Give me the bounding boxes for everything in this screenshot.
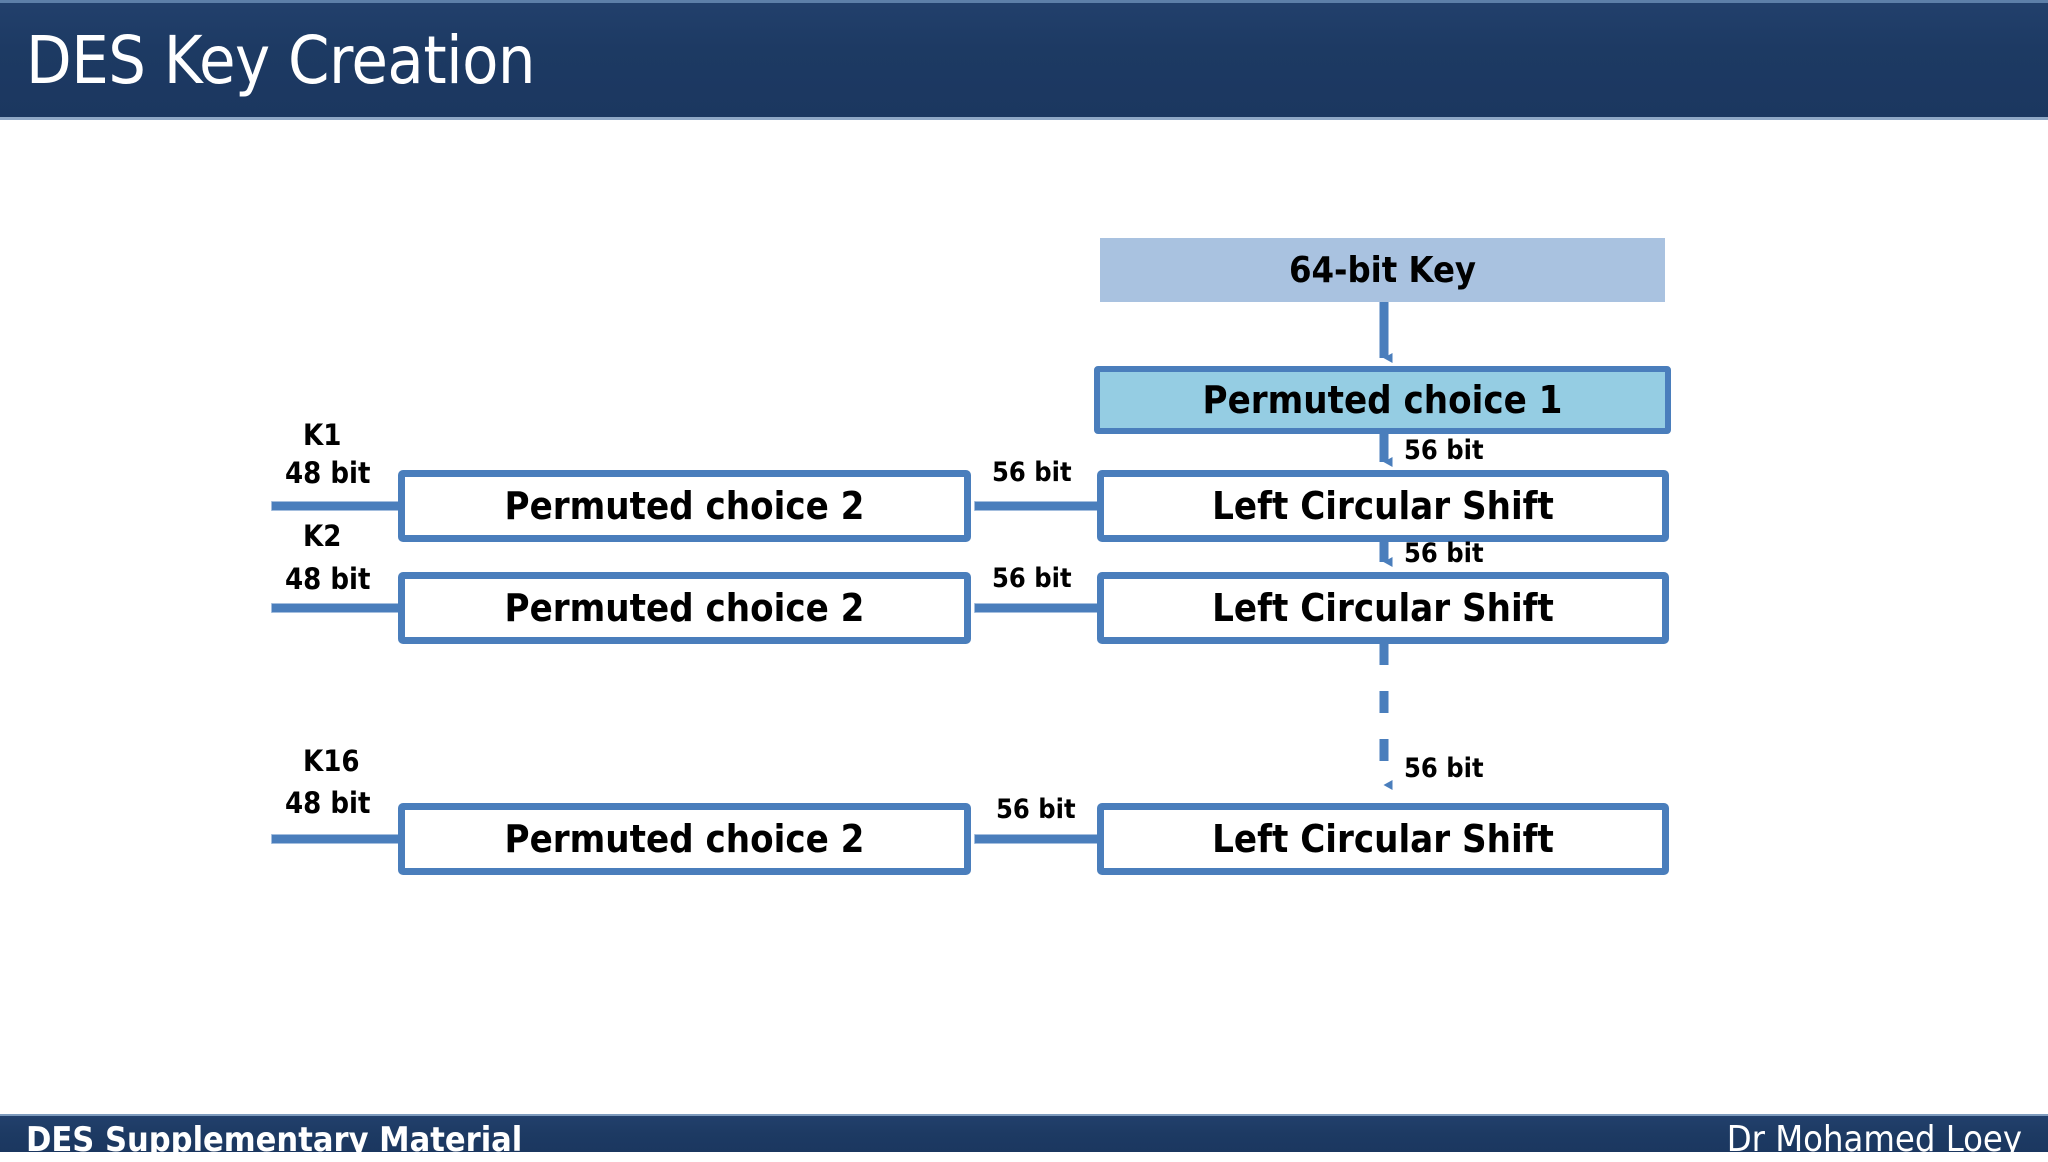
node-left-circular-shift-2[interactable]: Left Circular Shift (1097, 572, 1669, 644)
node-permuted-choice-2-16[interactable]: Permuted choice 2 (398, 803, 971, 875)
node-permuted-choice-1[interactable]: Permuted choice 1 (1094, 366, 1671, 434)
edge-label-pc1-to-shift1: 56 bit (1404, 435, 1484, 466)
slide-footer-bar: DES Supplementary Material Dr Mohamed Lo… (0, 1114, 2048, 1160)
node-permuted-choice-2-2[interactable]: Permuted choice 2 (398, 572, 971, 644)
footer-author-label: Dr Mohamed Loey (1726, 1119, 2022, 1160)
edge-label-shift2-to-pc2-2: 56 bit (992, 563, 1072, 594)
page-title: DES Key Creation (26, 22, 536, 99)
output-label-k2-bits: 48 bit (285, 562, 371, 596)
node-left-circular-shift-1[interactable]: Left Circular Shift (1097, 470, 1669, 542)
edge-label-shift1-to-shift2: 56 bit (1404, 538, 1484, 569)
node-64-bit-key[interactable]: 64-bit Key (1100, 238, 1665, 302)
output-label-k1-bits: 48 bit (285, 456, 371, 490)
edge-label-dashed-to-shift16: 56 bit (1404, 753, 1484, 784)
output-label-k1: K1 (303, 418, 342, 452)
slide-header-bar: DES Key Creation (0, 0, 2048, 120)
footer-subject-label: DES Supplementary Material (26, 1120, 523, 1160)
edge-label-shift16-to-pc2-16: 56 bit (996, 794, 1076, 825)
output-label-k16-bits: 48 bit (285, 786, 371, 820)
edge-label-shift1-to-pc2-1: 56 bit (992, 457, 1072, 488)
node-permuted-choice-2-1[interactable]: Permuted choice 2 (398, 470, 971, 542)
output-label-k2: K2 (303, 519, 342, 553)
node-left-circular-shift-16[interactable]: Left Circular Shift (1097, 803, 1669, 875)
output-label-k16: K16 (303, 744, 360, 778)
